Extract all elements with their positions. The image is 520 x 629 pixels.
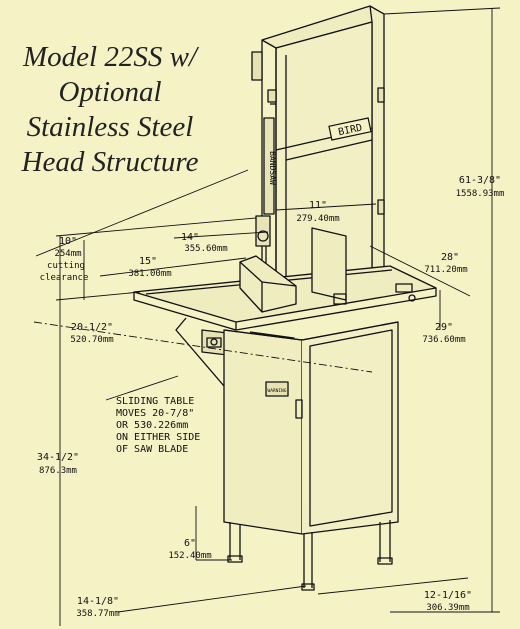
dim-leg-height-in: 6"	[184, 538, 196, 549]
dim-head-depth-mm: 355.60mm	[184, 244, 227, 254]
sliding-note-line-2: MOVES 20-7/8"	[116, 408, 194, 419]
dim-table-width-mm: 711.20mm	[424, 265, 467, 275]
warning-label: WARNING	[268, 388, 287, 394]
dim-table-overall-in: 29"	[435, 322, 453, 333]
dim-base-width-mm: 358.77mm	[76, 609, 119, 619]
machine-outline	[133, 5, 437, 591]
sliding-note-line-1: SLIDING TABLE	[116, 396, 194, 407]
dimension-labels: 61-3/8" 1558.93mm 11" 279.40mm 14" 355.6…	[37, 175, 504, 619]
dim-leg-height-mm: 152.40mm	[168, 551, 211, 561]
dim-height-total-in: 61-3/8"	[459, 175, 501, 186]
dim-table-height-mm: 876.3mm	[39, 466, 77, 476]
title-line-4: Head Structure	[21, 146, 199, 178]
dim-throat-mm: 279.40mm	[296, 214, 339, 224]
dim-table-depth-in: 20-1/2"	[71, 322, 113, 333]
dim-base-depth-mm: 306.39mm	[426, 603, 469, 613]
dim-table-left-mm: 381.00mm	[128, 269, 171, 279]
dim-base-depth-in: 12-1/16"	[424, 590, 472, 601]
column-label: BANDSAW	[268, 151, 277, 185]
dim-table-left-in: 15"	[139, 256, 157, 267]
dimension-lines	[33, 7, 501, 626]
sliding-note-line-5: OF SAW BLADE	[116, 444, 188, 455]
dim-table-overall-mm: 736.60mm	[422, 335, 465, 345]
dim-clearance-line2: clearance	[40, 273, 89, 283]
sliding-note-line-4: ON EITHER SIDE	[116, 432, 200, 443]
brand-label: BIRD	[337, 123, 363, 139]
dim-height-total-mm: 1558.93mm	[456, 189, 505, 199]
dim-base-width-in: 14-1/8"	[77, 596, 119, 607]
sliding-note-line-3: OR 530.226mm	[116, 420, 188, 431]
dim-table-height-in: 34-1/2"	[37, 452, 79, 463]
brand-badge	[328, 117, 372, 141]
model-title: Model 22SS w/ Optional Stainless Steel H…	[4, 40, 216, 180]
title-line-3: Stainless Steel	[26, 111, 194, 143]
dim-head-depth-in: 14"	[181, 232, 199, 243]
title-line-2: Optional	[58, 76, 162, 108]
sliding-table-note: SLIDING TABLE MOVES 20-7/8" OR 530.226mm…	[116, 396, 200, 455]
dim-throat-in: 11"	[309, 200, 327, 211]
dim-table-depth-mm: 520.70mm	[70, 335, 113, 345]
dim-clearance-line1: cutting	[47, 261, 85, 271]
dim-clearance-mm: 254mm	[54, 249, 81, 259]
dim-table-width-in: 28"	[441, 252, 459, 263]
dim-clearance-in: 10"	[59, 236, 77, 247]
title-line-1: Model 22SS w/	[23, 41, 197, 73]
